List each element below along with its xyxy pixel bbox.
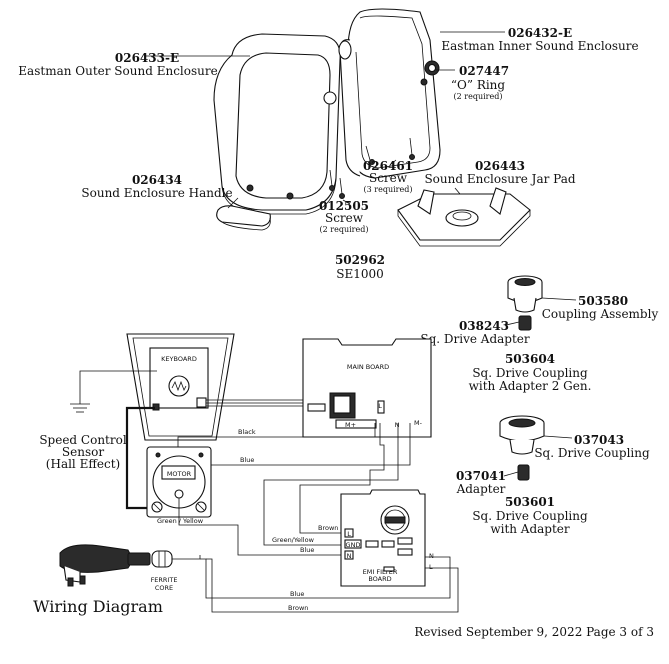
outer-enclosure-number: 026433-E bbox=[115, 51, 179, 65]
jar-pad-drawing bbox=[397, 187, 531, 247]
inner-enclosure-number: 026432-E bbox=[508, 26, 572, 40]
emi-out-l-terminal: L bbox=[429, 563, 433, 571]
screw-a-qty: (3 required) bbox=[364, 185, 413, 194]
ferrite-label-line2: CORE bbox=[155, 584, 173, 592]
coupling-assembly-drawing bbox=[505, 275, 577, 331]
inner-enclosure-callout: 026432-E Eastman Inner Sound Enclosure bbox=[441, 26, 638, 53]
jar-pad-callout: 026443 Sound Enclosure Jar Pad bbox=[424, 159, 575, 186]
keyboard-label: KEYBOARD bbox=[161, 355, 197, 363]
top-leaders bbox=[145, 31, 505, 209]
screw-b-callout: 012505 Screw (2 required) bbox=[319, 199, 369, 234]
power-plug bbox=[59, 544, 201, 587]
coupling-adapter-callout: 503601 Sq. Drive Coupling with Adapter bbox=[472, 495, 588, 536]
inner-enclosure-drawing bbox=[338, 8, 441, 179]
wire-blue-bottom-label: Blue bbox=[290, 590, 304, 598]
outer-enclosure-drawing bbox=[213, 33, 341, 215]
adapter-callout: 037041 Adapter bbox=[456, 469, 506, 496]
handle-drawing bbox=[216, 205, 271, 231]
sq-drive-adapter-callout: 038243 Sq. Drive Adapter bbox=[420, 319, 530, 346]
assembly-callout: 502962 SE1000 bbox=[335, 253, 385, 281]
sq-drive-coupling-name: Sq. Drive Coupling bbox=[534, 446, 650, 460]
handle-number: 026434 bbox=[132, 173, 182, 187]
o-ring-name: “O” Ring bbox=[451, 78, 506, 92]
screw-b-drawing bbox=[329, 169, 345, 199]
mb-mminus-terminal: M- bbox=[414, 419, 423, 427]
emi-out-n-terminal: N bbox=[429, 552, 434, 560]
keyboard-ribbon bbox=[206, 399, 303, 407]
sq-drive-adapter-number: 038243 bbox=[459, 319, 509, 333]
coupling-assembly-callout: 503580 Coupling Assembly bbox=[542, 294, 659, 321]
coupling-assembly-number: 503580 bbox=[578, 294, 628, 308]
emi-filter-board: L GND N EMI FILTER BOARD N L bbox=[340, 489, 434, 587]
wiring-diagram-title: Wiring Diagram bbox=[33, 597, 163, 616]
hall-sensor-wire bbox=[125, 406, 155, 510]
emi-l-terminal: L bbox=[347, 530, 351, 538]
mb-mplus-terminal: M+ bbox=[345, 421, 356, 429]
mb-n-terminal: N bbox=[395, 421, 400, 429]
sq-drive-coupling-callout: 037043 Sq. Drive Coupling bbox=[534, 433, 650, 460]
coupling-adapter-number: 503601 bbox=[505, 495, 555, 509]
main-board: MAIN BOARD M+ L N M- bbox=[302, 338, 432, 438]
speed-sensor-callout: Speed Control Sensor (Hall Effect) bbox=[39, 433, 127, 471]
screw-a-name: Screw bbox=[369, 171, 408, 185]
coupling-adapter-line1: Sq. Drive Coupling bbox=[472, 509, 588, 523]
assembly-number: 502962 bbox=[335, 253, 385, 267]
motor-label: MOTOR bbox=[167, 470, 192, 478]
sensor-label-line3: (Hall Effect) bbox=[46, 457, 120, 471]
jar-pad-name: Sound Enclosure Jar Pad bbox=[424, 172, 575, 186]
handle-callout: 026434 Sound Enclosure Handle bbox=[81, 173, 232, 200]
emi-n-terminal: N bbox=[347, 552, 352, 560]
wire-brown-bottom-label: Brown bbox=[288, 604, 308, 612]
mains-wires bbox=[200, 556, 459, 613]
sq-drive-coupling-drawing bbox=[499, 415, 573, 481]
coupling-adapter-line2: with Adapter bbox=[490, 522, 570, 536]
sq-drive-adapter-name: Sq. Drive Adapter bbox=[420, 332, 530, 346]
keyboard-panel: KEYBOARD bbox=[126, 333, 235, 441]
emi-board-label-line2: BOARD bbox=[368, 575, 391, 583]
wire-blue-2-label: Blue bbox=[300, 546, 314, 554]
screw-b-number: 012505 bbox=[319, 199, 369, 213]
wire-brown-label: Brown bbox=[318, 524, 338, 532]
footer-revision: Revised September 9, 2022 Page 3 of 3 bbox=[414, 625, 654, 639]
screw-b-qty: (2 required) bbox=[320, 225, 369, 234]
outer-enclosure-name: Eastman Outer Sound Enclosure bbox=[18, 64, 217, 78]
wire-black-label: Black bbox=[238, 428, 256, 436]
sensor-label-line2: Sensor bbox=[62, 445, 104, 459]
adapter-number: 037041 bbox=[456, 469, 506, 483]
sensor-label-line1: Speed Control bbox=[39, 433, 127, 447]
ground-symbol bbox=[70, 370, 157, 413]
wire-blue-label: Blue bbox=[240, 456, 254, 464]
coupling-gen2-line1: Sq. Drive Coupling bbox=[472, 366, 588, 380]
mb-l-terminal: L bbox=[378, 402, 382, 410]
ferrite-label-line1: FERRITE bbox=[151, 576, 178, 584]
motor: MOTOR bbox=[146, 446, 212, 518]
screw-a-number: 026461 bbox=[363, 159, 413, 173]
emi-gnd-terminal: GND bbox=[346, 541, 361, 549]
o-ring-callout: 027447 “O” Ring (2 required) bbox=[451, 64, 509, 101]
screw-a-callout: 026461 Screw (3 required) bbox=[363, 159, 413, 194]
sq-drive-coupling-number: 037043 bbox=[574, 433, 624, 447]
handle-name: Sound Enclosure Handle bbox=[81, 186, 232, 200]
o-ring-number: 027447 bbox=[459, 64, 509, 78]
ferrite-core-callout: FERRITE CORE bbox=[151, 576, 178, 592]
screw-b-name: Screw bbox=[325, 211, 364, 225]
emi-board-label-line1: EMI FILTER bbox=[363, 568, 398, 576]
coupling-gen2-callout: 503604 Sq. Drive Coupling with Adapter 2… bbox=[469, 352, 592, 393]
coupling-gen2-line2: with Adapter 2 Gen. bbox=[469, 379, 592, 393]
adapter-name: Adapter bbox=[456, 482, 506, 496]
assembly-model: SE1000 bbox=[336, 267, 384, 281]
inner-enclosure-name: Eastman Inner Sound Enclosure bbox=[441, 39, 638, 53]
o-ring-qty: (2 required) bbox=[454, 92, 503, 101]
wiring-diagram: KEYBOARD MAIN BOARD M+ bbox=[33, 333, 459, 616]
coupling-assembly-name: Coupling Assembly bbox=[542, 307, 659, 321]
wire-green-yellow-label: Green / Yellow bbox=[157, 517, 204, 525]
coupling-gen2-number: 503604 bbox=[505, 352, 555, 366]
jar-pad-number: 026443 bbox=[475, 159, 525, 173]
main-board-label: MAIN BOARD bbox=[347, 363, 389, 371]
wire-green-yellow-2-label: Green/Yellow bbox=[272, 536, 315, 544]
outer-enclosure-callout: 026433-E Eastman Outer Sound Enclosure bbox=[18, 51, 217, 78]
